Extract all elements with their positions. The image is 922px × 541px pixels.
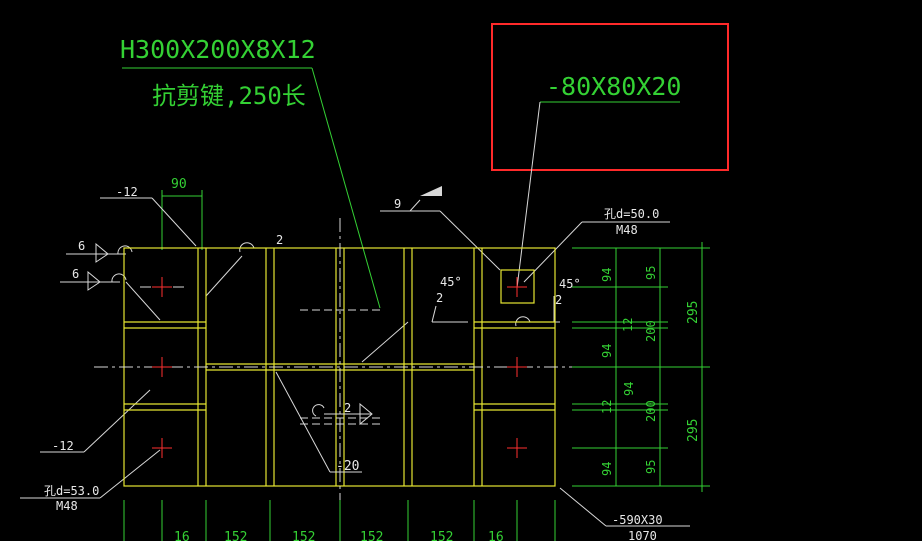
bolt-hole — [507, 357, 527, 377]
bottom-dimension-lines — [123, 500, 556, 541]
plate-leader — [516, 101, 541, 289]
bolt-hole — [140, 277, 184, 297]
weld-2-top-leader — [205, 255, 243, 297]
dim-right-h: 200 — [644, 400, 658, 422]
dim-bottom-4: 152 — [430, 530, 453, 541]
weld-2-center-arc — [312, 404, 325, 417]
dim-right-b: 95 — [644, 266, 658, 280]
bolt-hole — [152, 357, 172, 377]
dim-bottom-2: 152 — [292, 530, 315, 541]
dim-bottom-0: 16 — [174, 530, 190, 541]
dim-right-c: 12 — [621, 318, 635, 332]
left-top-thk-leader — [151, 197, 197, 247]
dim-bottom-3: 152 — [360, 530, 383, 541]
weld-6a-arc — [117, 245, 133, 255]
weld-9-tick — [409, 199, 421, 212]
dim-right-f: 94 — [622, 382, 636, 396]
center-thk-leader — [275, 371, 331, 473]
hole-bottom-text: 孔d=53.0 — [44, 484, 99, 498]
weld-2-mid-text: 2 — [436, 291, 443, 305]
base-plate-text: -590X30 — [612, 513, 663, 527]
weld-9-text: 9 — [394, 197, 401, 211]
weld-9-leader — [439, 210, 501, 271]
bolt-hole — [507, 438, 527, 458]
dim-right-e: 94 — [600, 344, 614, 358]
center-thk-text: -20 — [336, 459, 359, 474]
base-plate-leader — [559, 487, 607, 527]
bolt-holes — [140, 277, 527, 458]
dim-right-total-top: 295 — [686, 301, 701, 324]
overall-text: 1070 — [628, 529, 657, 541]
dim-right-j: 95 — [644, 460, 658, 474]
right-dimension-lines — [572, 242, 710, 492]
weld-6b-symbol — [87, 270, 101, 291]
hole-top-text: 孔d=50.0 — [604, 207, 659, 221]
weld-2-mid-leader — [361, 321, 409, 363]
weld-2-center-text: 2 — [344, 401, 351, 415]
section-leader — [311, 67, 381, 309]
weld-6b-arc — [111, 273, 127, 283]
dim-right-a: 94 — [600, 268, 614, 282]
weld-2-center-flag — [359, 402, 373, 426]
hole-top-leader — [523, 221, 583, 283]
dim-right-i: 94 — [600, 462, 614, 476]
weld-6a-symbol — [95, 242, 109, 263]
weld-9-flag-icon — [420, 186, 442, 196]
dim-right-total-bottom: 295 — [686, 419, 701, 442]
hole-bottom-leader — [99, 449, 161, 499]
shear-key-label: 抗剪键,250长 — [152, 82, 306, 110]
weld-2-right-text: 2 — [555, 293, 562, 307]
weld-2-mid-tick — [431, 305, 437, 323]
dim-right-d: 200 — [644, 320, 658, 342]
weld-6b-leader — [125, 281, 161, 321]
left-top-thk-text: -12 — [116, 185, 138, 199]
dim-bottom-1: 152 — [224, 530, 247, 541]
weld-6a-text: 6 — [78, 239, 85, 253]
left-bottom-thk-leader — [83, 389, 151, 453]
bolt-hole — [152, 438, 172, 458]
highlight-box — [491, 23, 729, 171]
dim-right-g: 12 — [600, 400, 614, 414]
weld-2-top-text: 2 — [276, 233, 283, 247]
plate-label: -80X80X20 — [546, 72, 681, 101]
weld-2-right-arc — [515, 316, 531, 327]
dim-bottom-5: 16 — [488, 530, 504, 541]
bolt-hole — [507, 277, 527, 297]
bolt-top-text: M48 — [616, 223, 638, 237]
dim-90-text: 90 — [171, 177, 187, 192]
weld-2-top-arc — [239, 242, 255, 253]
weld-6b-text: 6 — [72, 267, 79, 281]
bolt-bottom-text: M48 — [56, 499, 78, 513]
angle-mid-text: 45° — [440, 275, 462, 289]
left-bottom-thk-text: -12 — [52, 439, 74, 453]
hidden-lines — [94, 218, 590, 500]
section-label: H300X200X8X12 — [120, 35, 316, 64]
angle-right-text: 45° — [559, 277, 581, 291]
